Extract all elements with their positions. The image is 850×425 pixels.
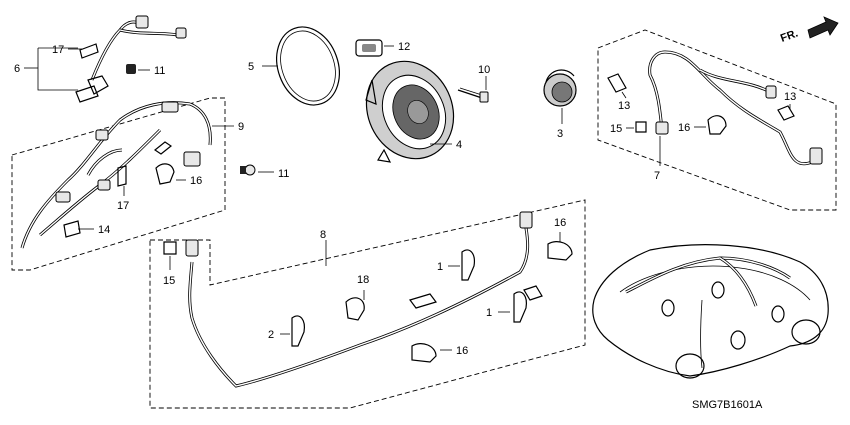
front-direction-indicator: FR. [779,16,839,45]
callout-10: 10 [478,64,490,76]
callout-11-top: 11 [138,65,165,77]
callout-13a: 13 [618,100,630,112]
callout-17a: 17 [52,44,64,56]
callout-5: 5 [248,61,254,73]
callout-9: 9 [212,121,244,133]
callout-11-mid: 11 [258,168,289,180]
callout-15-bottom: 15 [163,241,177,287]
callout-16-right: 16 [678,122,706,134]
part-10-screw: 10 [457,64,490,103]
part-7-harness [607,50,823,166]
part-2-clip: 2 [268,315,305,347]
callout-17-mid: 17 [117,186,129,212]
callout-16-left: 16 [176,175,202,187]
callout-1b: 1 [486,307,492,319]
part-3-tweeter: 3 [543,69,577,140]
callout-8: 8 [320,229,327,266]
part-5-grille: 5 [248,26,340,106]
callout-9-label: 9 [238,121,244,133]
part-7-box [597,29,837,211]
callout-16c: 16 [456,345,468,357]
callout-16b: 16 [678,122,690,134]
part-9-box [11,97,226,271]
callout-8-label: 8 [320,229,326,241]
diagram-code: SMG7B1601A [692,399,763,411]
callout-14: 14 [78,224,110,236]
callout-15b: 15 [163,275,175,287]
callout-11a: 11 [154,65,165,77]
vehicle-location-outline [592,244,829,379]
part-1-clip-lower: 1 [486,291,527,323]
part-16-clip-lower: 16 [411,343,468,363]
forward-arrow-icon [807,16,839,39]
callout-16a: 16 [190,175,202,187]
direction-label: FR. [779,27,800,44]
callout-16d: 16 [554,217,566,229]
part-16-clip-upper-right: 16 [547,217,573,261]
callout-15a: 15 [610,123,622,135]
part-18-clip: 18 [345,274,369,321]
part-12-clip: 12 [355,39,410,57]
callout-17-top: 17 [52,44,82,56]
part-9-harness [20,101,256,249]
callout-3: 3 [557,128,563,140]
callout-13-left: 13 [618,91,630,112]
callout-7: 7 [654,136,661,182]
callout-11b: 11 [278,168,289,180]
callout-1a: 1 [437,261,443,273]
callout-4: 4 [456,139,462,151]
callout-17b: 17 [117,200,129,212]
callout-18: 18 [357,274,369,286]
callout-13b: 13 [784,91,796,103]
callout-14-label: 14 [98,224,110,236]
part-8-box [149,199,586,409]
callout-15-right: 15 [610,123,634,135]
callout-13-right: 13 [784,91,796,110]
part-4-speaker: 4 [365,60,462,163]
part-6-harness [75,15,187,103]
callout-2: 2 [268,329,274,341]
callout-12: 12 [398,41,410,53]
part-1-clip-upper: 1 [437,249,475,281]
callout-7-label: 7 [654,170,660,182]
part-8-harness [185,211,543,388]
callout-6: 6 [14,47,78,91]
callout-6-label: 6 [14,63,20,75]
